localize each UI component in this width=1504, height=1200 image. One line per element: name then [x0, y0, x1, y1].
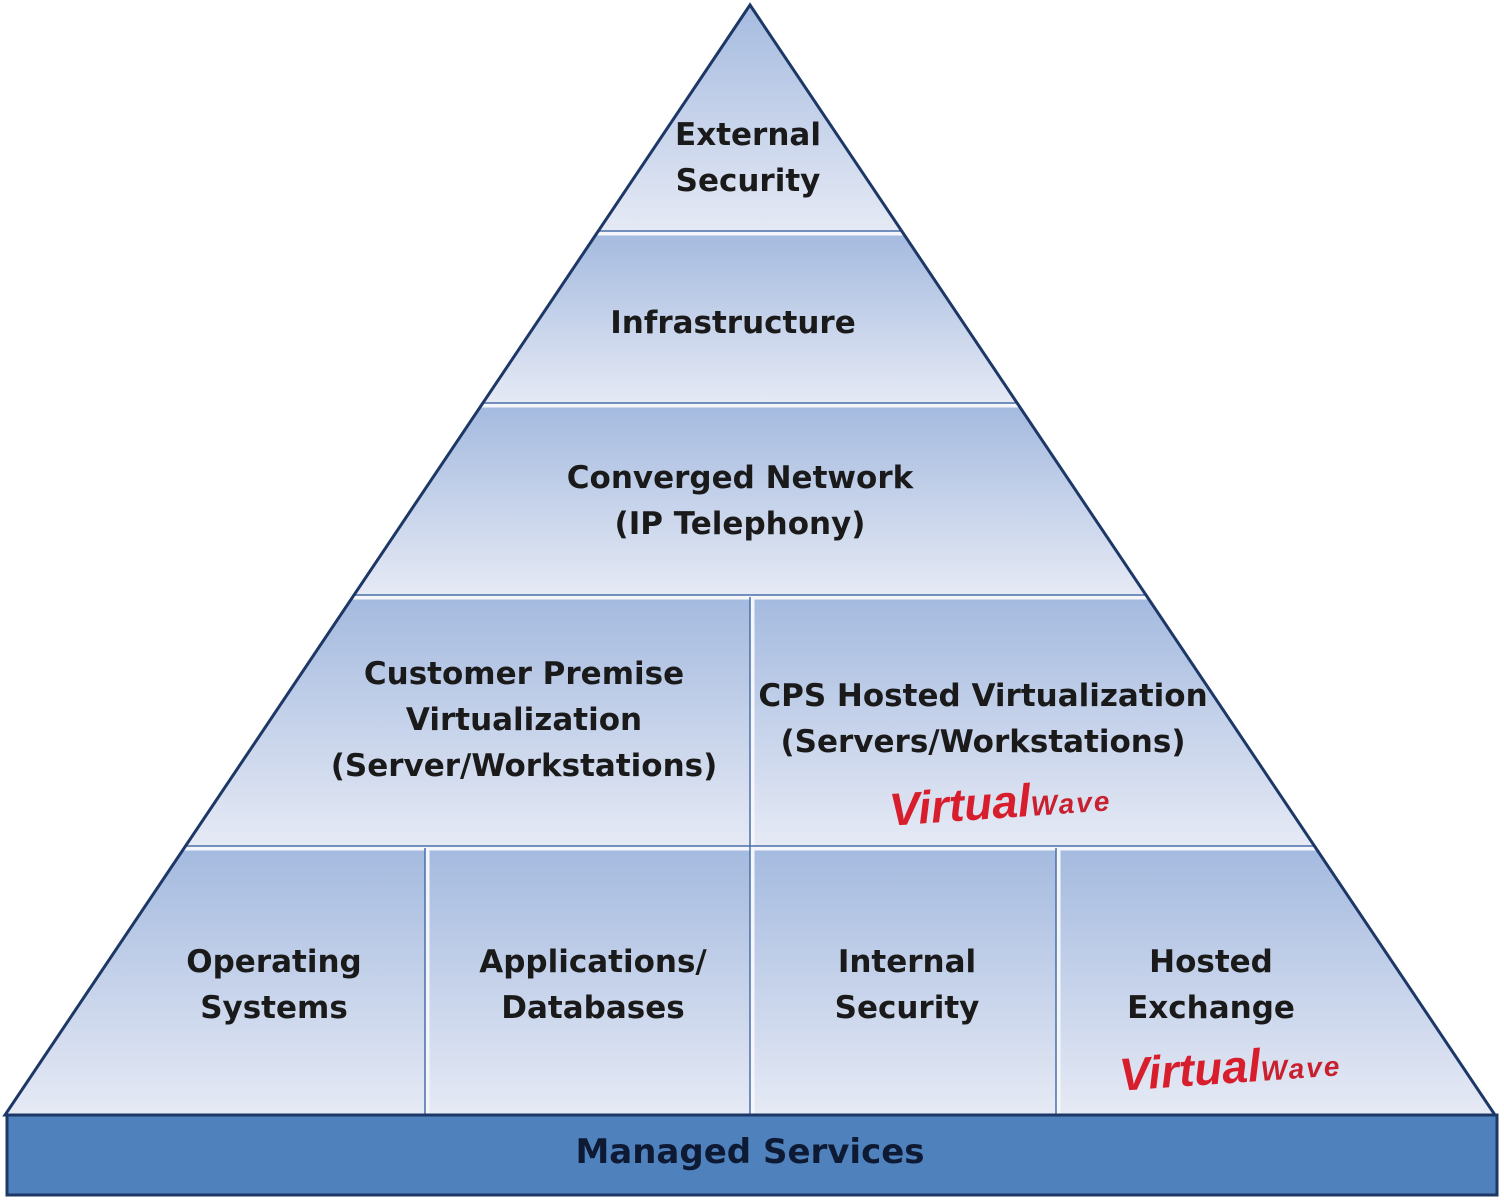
label-internal-security: Internal Security — [834, 944, 980, 1026]
label-managed-services: Managed Services — [575, 1132, 925, 1172]
label-customer-premise-virtualization: Customer Premise Virtualization (Server/… — [330, 656, 718, 784]
label-cps-hosted-virtualization: CPS Hosted Virtualization (Servers/Works… — [758, 678, 1208, 760]
base-bar — [5, 1113, 1499, 1197]
label-applications-databases: Applications/ Databases — [479, 944, 707, 1026]
label-operating-systems: Operating Systems — [186, 944, 362, 1026]
label-converged-network: Converged Network (IP Telephony) — [566, 460, 914, 542]
label-external-security: External Security — [675, 117, 821, 199]
label-infrastructure: Infrastructure — [610, 305, 856, 341]
label-hosted-exchange: Hosted Exchange — [1127, 944, 1295, 1026]
